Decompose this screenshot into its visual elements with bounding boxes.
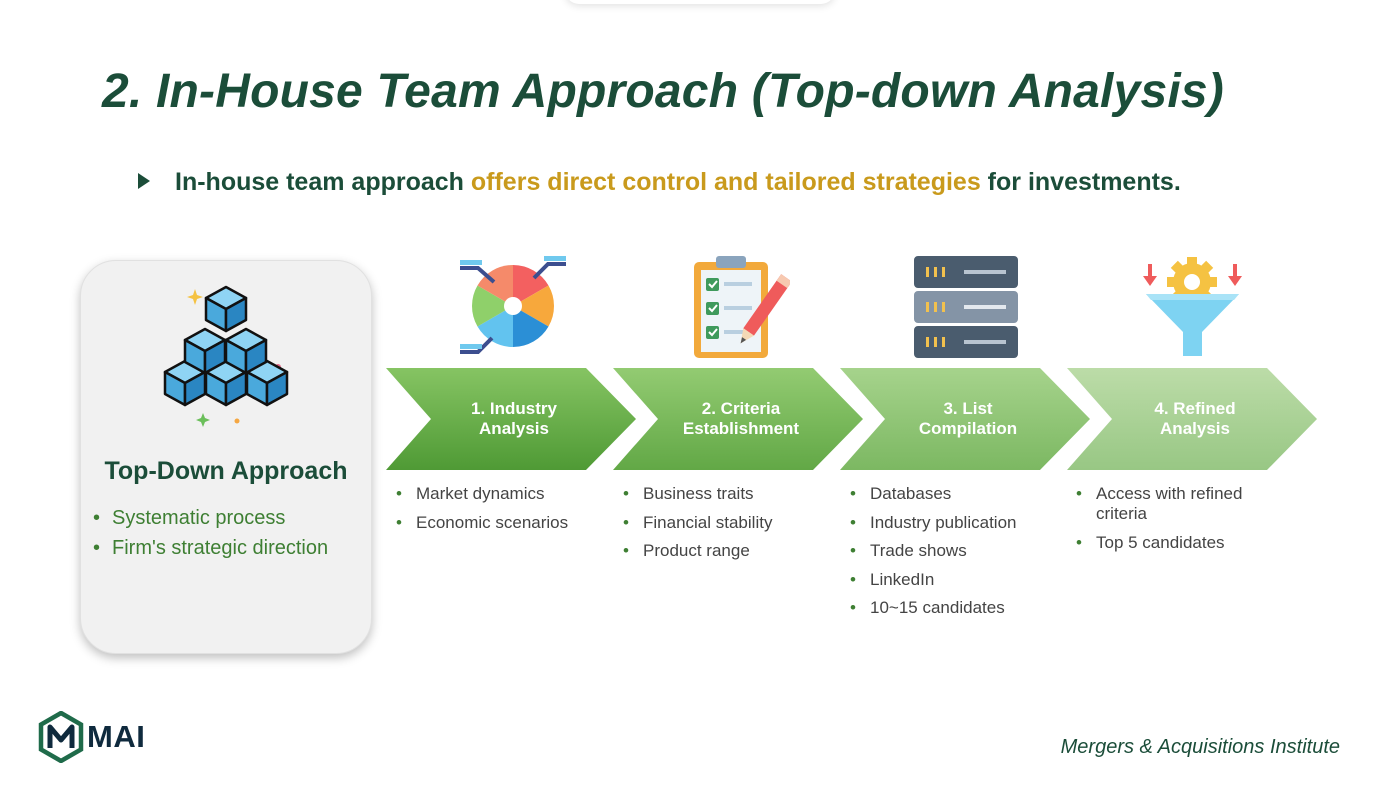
subtitle-text-end: for investments. [980,168,1181,196]
list-item: Economic scenarios [396,513,611,533]
funnel-gear-icon [1143,257,1242,356]
list-item: LinkedIn [850,570,1065,590]
stage-4-list: Access with refined criteria Top 5 candi… [1076,484,1276,561]
stage-4-label: 4. Refined Analysis [1154,399,1236,438]
card-title: Top-Down Approach [104,457,348,485]
list-item: Industry publication [850,513,1065,533]
mai-hexagon-logo-icon [38,711,84,763]
card-bullet-list: Systematic process Firm's strategic dire… [93,507,328,567]
card-bullet-item: Systematic process [93,507,328,530]
top-down-approach-card: Top-Down Approach Systematic process Fir… [80,260,372,654]
page-title: 2. In-House Team Approach (Top-down Anal… [102,65,1224,118]
chevron-stage-4 [1067,368,1317,470]
top-tab-decoration [565,0,835,4]
stage-3-list: Databases Industry publication Trade sho… [850,484,1065,627]
card-bullet-item: Firm's strategic direction [93,537,328,560]
footer-institute-name: Mergers & Acquisitions Institute [1060,736,1340,758]
chevron-stage-1 [386,368,636,470]
list-item: 10~15 candidates [850,598,1065,618]
list-item: Financial stability [623,513,838,533]
stage-2-label: 2. Criteria Establishment [682,399,800,438]
stacked-cubes-icon [163,285,289,427]
stage-3-label: 3. List Compilation [918,399,1018,438]
subtitle-text-start: In-house team approach [175,168,471,196]
list-item: Product range [623,541,838,561]
clipboard-checklist-icon [694,256,790,358]
chevron-stage-2 [613,368,863,470]
list-item: Business traits [623,484,838,504]
mai-logo: MAI [38,711,145,763]
triangle-bullet-icon [138,173,150,190]
list-item: Trade shows [850,541,1065,561]
list-item: Access with refined criteria [1076,484,1276,524]
subtitle-bullet: In-house team approach offers direct con… [138,168,1181,197]
chevron-stage-3 [840,368,1090,470]
list-item: Top 5 candidates [1076,533,1276,553]
stage-1-label: 1. Industry Analysis [471,399,557,438]
server-database-icon [914,256,1018,358]
list-item: Market dynamics [396,484,611,504]
list-item: Databases [850,484,1065,504]
stage-1-list: Market dynamics Economic scenarios [396,484,611,541]
pie-chart-icon [460,256,566,354]
stage-2-list: Business traits Financial stability Prod… [623,484,838,570]
subtitle-highlight: offers direct control and tailored strat… [470,168,981,196]
logo-text: MAI [87,719,146,754]
